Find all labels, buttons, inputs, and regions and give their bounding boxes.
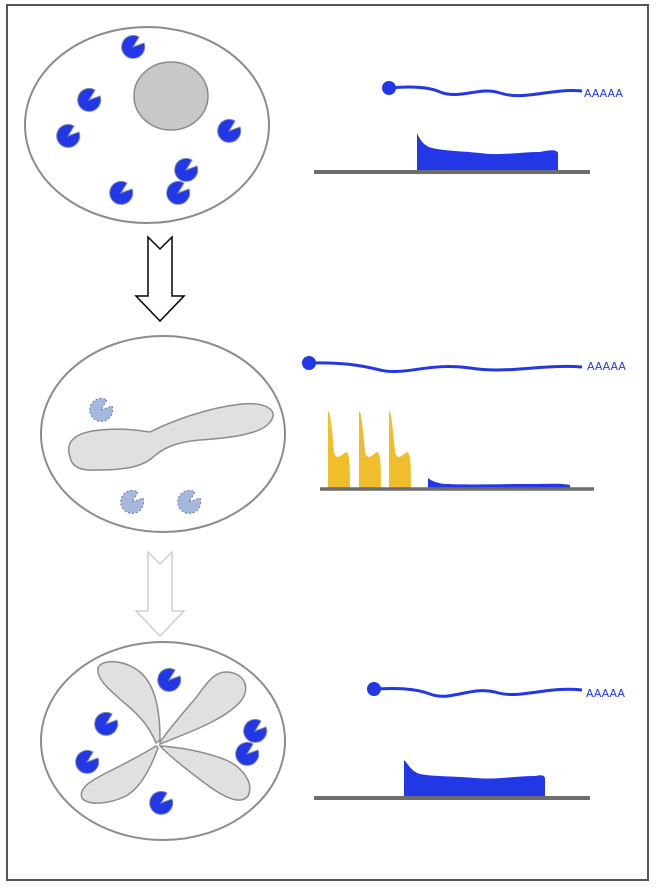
outer-frame [6, 4, 649, 881]
polysome-profile [417, 133, 558, 170]
cell-top [24, 26, 270, 224]
polya-label: AAAAA [586, 687, 625, 700]
nuclear-fragment [158, 745, 251, 801]
nuclear-fragment [80, 745, 159, 804]
down-hollow-arrow-icon [134, 235, 186, 323]
polya-label: AAAAA [587, 360, 626, 373]
profile-peak [359, 411, 381, 488]
down-hollow-arrow-icon [134, 550, 186, 638]
nuclear-fragment [67, 402, 274, 471]
panel-top: AAAAA [24, 26, 623, 224]
polysome-profile [404, 760, 545, 797]
panel-bottom: AAAAA [40, 641, 625, 841]
nuclear-fragments [80, 660, 251, 804]
polysome-profile [428, 478, 570, 488]
peak-group [328, 411, 411, 488]
polya-label: AAAAA [584, 87, 623, 100]
nuclear-fragment [97, 660, 161, 745]
nucleus [133, 61, 209, 131]
mrna-strand [388, 85, 583, 98]
profile-peak [389, 411, 411, 488]
profile-peak [328, 411, 350, 488]
panel-middle: AAAAA [40, 335, 626, 533]
mrna-strand [373, 687, 583, 698]
mrna-strand [308, 361, 583, 374]
nuclear-fragment [159, 671, 247, 746]
